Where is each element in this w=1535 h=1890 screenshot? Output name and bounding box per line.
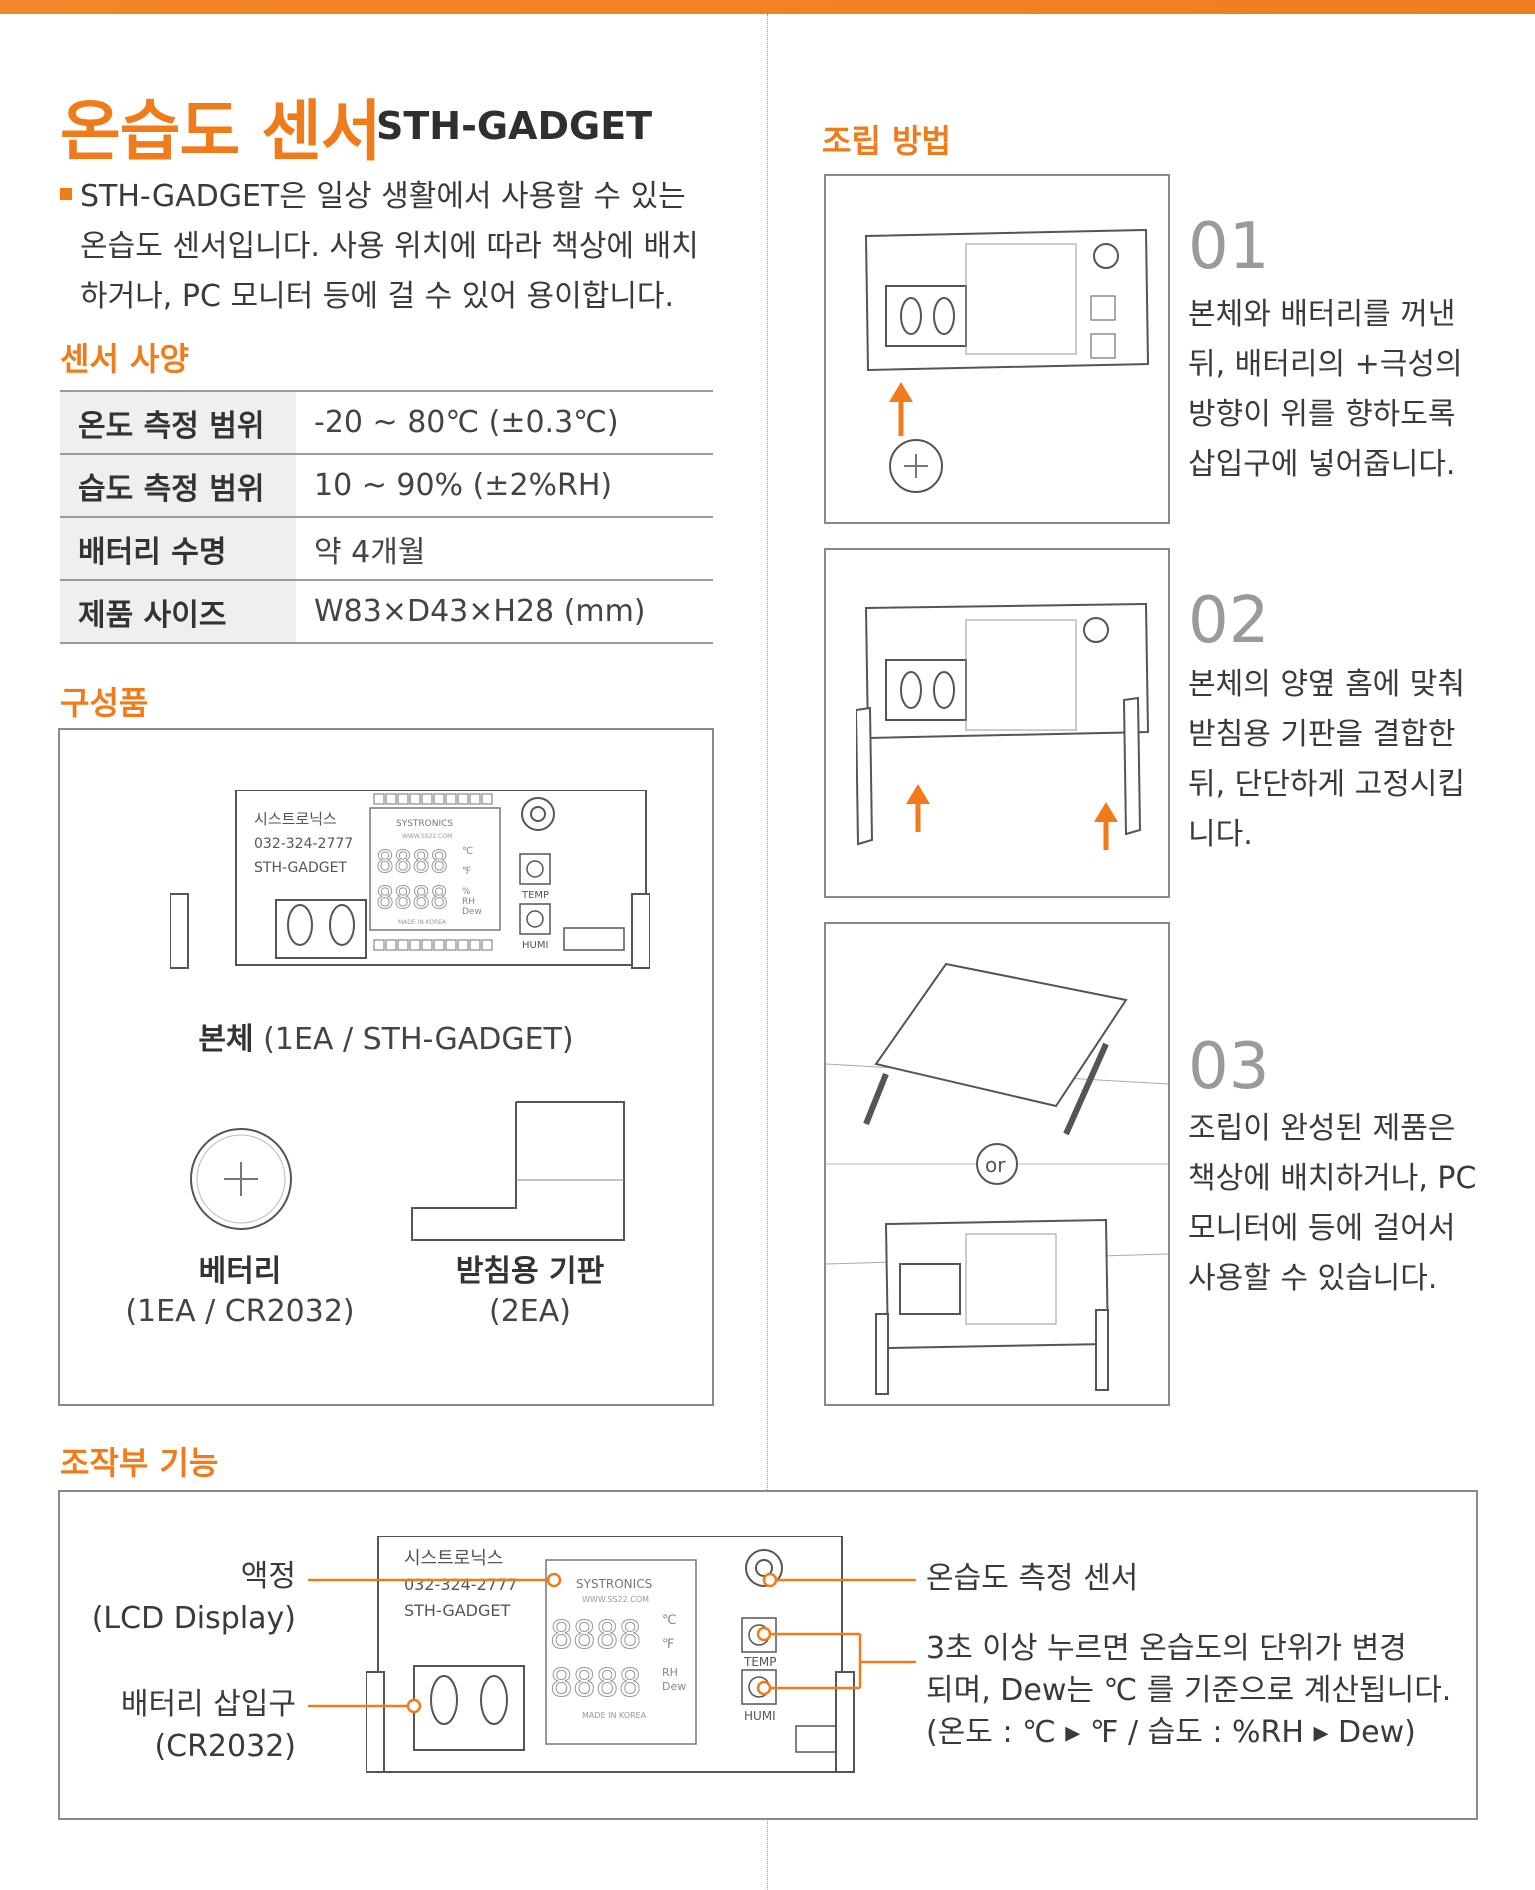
stand-illustration: [411, 1101, 625, 1241]
lcd-digits-bottom: 8888: [376, 881, 448, 916]
components-section-title: 구성품: [60, 684, 149, 722]
sensor-label: 온습도 측정 센서: [926, 1561, 1139, 1596]
spec-value: 10 ~ 90% (±2%RH): [296, 453, 713, 517]
spec-key: 배터리 수명: [60, 516, 296, 580]
svg-text:℃: ℃: [662, 1613, 677, 1628]
svg-text:STH-GADGET: STH-GADGET: [404, 1601, 510, 1620]
spec-value: W83×D43×H28 (mm): [296, 579, 713, 644]
board-phone-text: 032-324-2777: [254, 836, 353, 852]
board-illustration: 시스트로닉스 032-324-2777 STH-GADGET SYSTRONIC…: [170, 790, 650, 969]
model-name: STH-GADGET: [376, 104, 653, 148]
step1-image: [824, 174, 1170, 524]
svg-text:8888: 8888: [550, 1661, 642, 1705]
svg-text:WWW.SS22.COM: WWW.SS22.COM: [582, 1595, 649, 1604]
top-accent-bar: [0, 0, 1535, 14]
battery-caption: 베터리(1EA / CR2032): [125, 1254, 355, 1329]
svg-text:RH: RH: [662, 1666, 678, 1679]
spec-key: 습도 측정 범위: [60, 453, 296, 517]
controls-box: 시스트로닉스 032-324-2777 STH-GADGET SYSTRONIC…: [58, 1490, 1478, 1820]
btn-temp-label: TEMP: [521, 890, 549, 901]
bullet-square-icon: [60, 187, 72, 200]
board-model-text: STH-GADGET: [254, 860, 347, 876]
btn-humi-label: HUMI: [522, 940, 548, 951]
stand-caption: 받침용 기판(2EA): [455, 1254, 605, 1329]
intro-line: STH-GADGET은 일상 생활에서 사용할 수 있는: [80, 179, 686, 214]
fold-line: [767, 14, 768, 1890]
intro-line: 온습도 센서입니다. 사용 위치에 따라 책상에 배치: [80, 229, 699, 264]
unit-rh: RH: [462, 897, 475, 907]
intro-line: 하거나, PC 모니터 등에 걸 수 있어 용이합니다.: [80, 279, 675, 314]
battery-slot-label: 배터리 삽입구(CR2032): [120, 1687, 296, 1764]
unit-pct: %: [462, 887, 471, 897]
components-box: 시스트로닉스 032-324-2777 STH-GADGET SYSTRONIC…: [58, 728, 714, 1406]
made-in-text: MADE IN KOREA: [398, 919, 447, 926]
svg-text:℉: ℉: [662, 1637, 674, 1652]
controls-section-title: 조작부 기능: [60, 1444, 219, 1482]
unit-f: ℉: [462, 866, 472, 877]
svg-text:MADE IN KOREA: MADE IN KOREA: [582, 1711, 647, 1720]
page-title: 온습도 센서: [60, 93, 382, 170]
battery-illustration: [190, 1128, 292, 1230]
step3-image: or: [824, 922, 1170, 1406]
step2-number: 02: [1188, 584, 1270, 658]
step2-image: [824, 548, 1170, 898]
step1-number: 01: [1188, 210, 1270, 284]
svg-text:SYSTRONICS: SYSTRONICS: [576, 1577, 652, 1591]
svg-text:TEMP: TEMP: [743, 1655, 777, 1669]
svg-text:8888: 8888: [550, 1613, 642, 1657]
spec-value: 약 4개월: [296, 516, 713, 580]
intro-paragraph: STH-GADGET은 일상 생활에서 사용할 수 있는 온습도 센서입니다. …: [60, 172, 720, 322]
spec-value: -20 ~ 80℃ (±0.3℃): [296, 390, 713, 454]
spec-row: 온도 측정 범위-20 ~ 80℃ (±0.3℃): [60, 390, 713, 454]
svg-text:HUMI: HUMI: [744, 1709, 776, 1723]
board-brand-text: 시스트로닉스: [254, 810, 337, 828]
lcd-digits-top: 8888: [376, 845, 448, 880]
unit-dew: Dew: [462, 907, 482, 917]
svg-text:Dew: Dew: [662, 1680, 686, 1693]
spec-section-title: 센서 사양: [60, 340, 189, 378]
assembly-section-title: 조립 방법: [822, 122, 951, 160]
unit-c: ℃: [462, 846, 473, 857]
spec-key: 제품 사이즈: [60, 579, 296, 644]
board-url-text: WWW.SS22.COM: [402, 833, 452, 840]
lcd-label: 액정(LCD Display): [91, 1559, 296, 1636]
board-logo-text: SYSTRONICS: [396, 819, 453, 829]
callout-lines: [308, 1572, 916, 1714]
body-caption: 본체 (1EA / STH-GADGET): [198, 1022, 574, 1057]
or-label: or: [985, 1153, 1006, 1177]
spec-key: 온도 측정 범위: [60, 390, 296, 454]
step3-number: 03: [1188, 1030, 1270, 1104]
svg-text:시스트로닉스: 시스트로닉스: [404, 1548, 503, 1569]
